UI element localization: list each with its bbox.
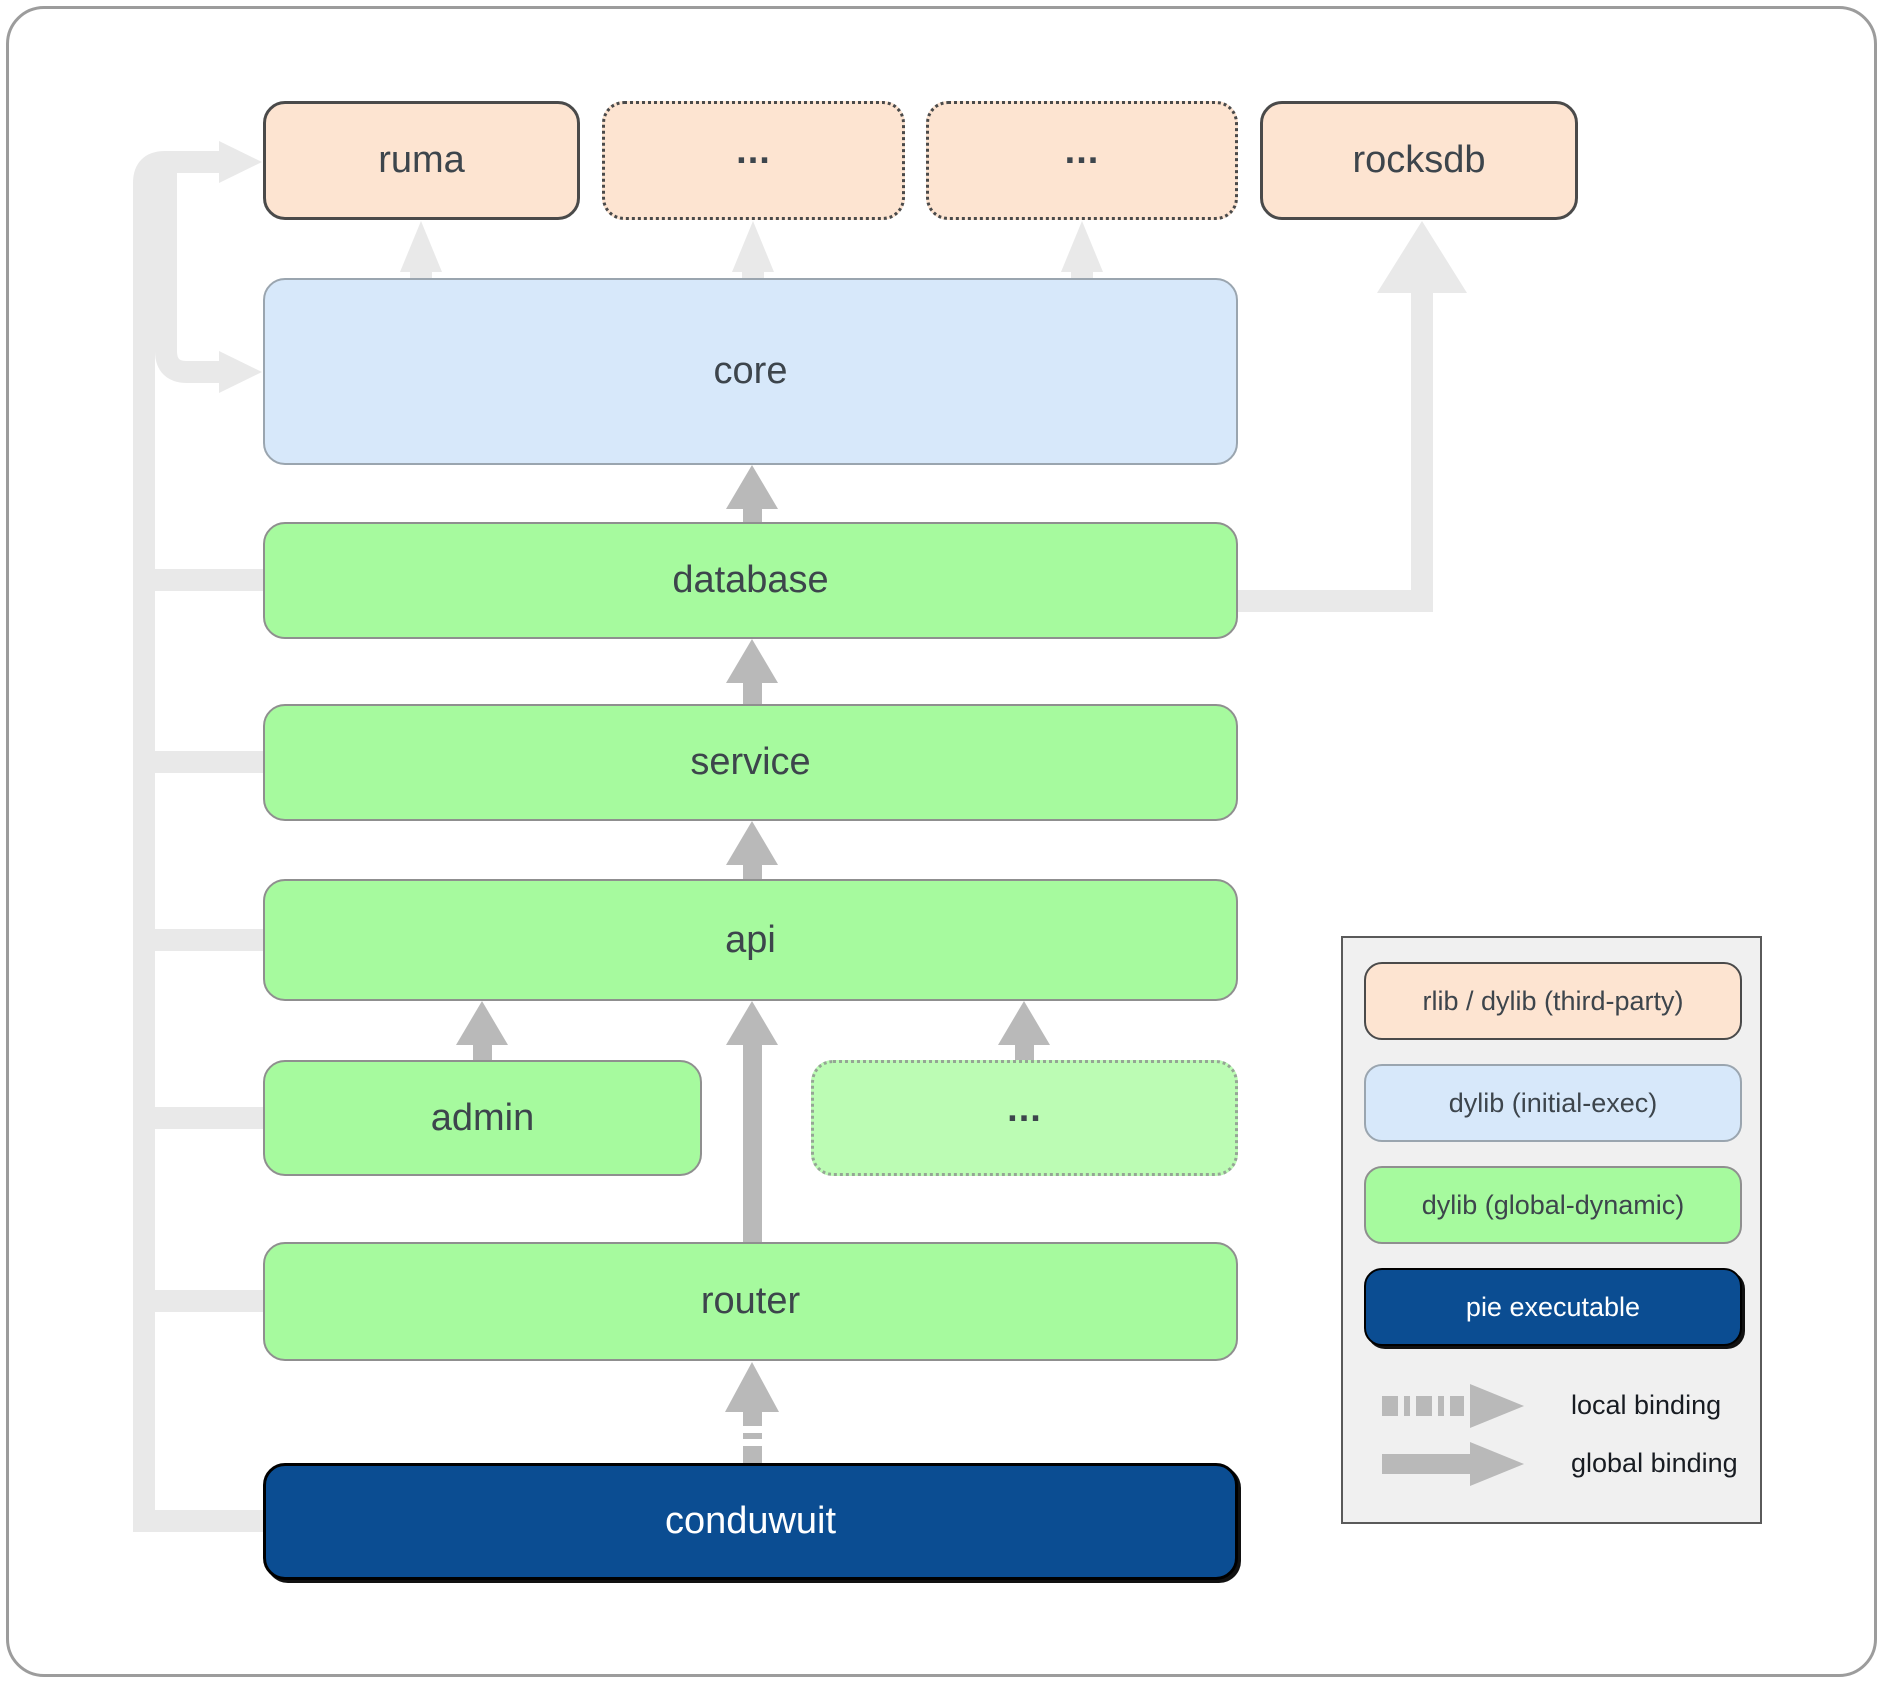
node-admin: admin — [263, 1060, 702, 1176]
node-core: core — [263, 278, 1238, 465]
node-database-label: database — [672, 559, 829, 601]
arrow-database-to-core — [726, 465, 778, 509]
global-binding-label: global binding — [1571, 1448, 1738, 1478]
global-binding-arrow — [1470, 1442, 1524, 1486]
node-rocksdb-label: rocksdb — [1352, 139, 1486, 181]
arrow-core-to-dots2 — [1061, 221, 1103, 272]
node-conduwuit-label: conduwuit — [664, 1500, 837, 1542]
node-ellipsis-2-label: ... — [1064, 130, 1100, 172]
page-border — [6, 6, 1877, 1677]
node-ellipsis-1: ... — [602, 101, 905, 220]
local-binding-label: local binding — [1571, 1390, 1722, 1420]
arrowhead-to-ruma — [219, 141, 262, 183]
legend-arrows — [1382, 1384, 1524, 1486]
local-binding-arrow — [1470, 1384, 1524, 1428]
legend-panel: rlib / dylib (third-party) dylib (initia… — [1341, 936, 1762, 1524]
node-ruma: ruma — [263, 101, 580, 220]
arrow-router-to-api — [726, 1001, 778, 1045]
node-core-label: core — [713, 350, 788, 392]
node-ellipsis-3: ... — [811, 1060, 1238, 1176]
node-admin-label: admin — [430, 1096, 535, 1139]
node-service: service — [263, 704, 1238, 821]
node-ellipsis-3-label: ... — [1007, 1087, 1042, 1130]
arrow-admin-to-api — [456, 1001, 508, 1045]
arrow-api-to-service — [726, 821, 778, 865]
node-ruma-label: ruma — [378, 139, 465, 181]
node-router-label: router — [700, 1280, 801, 1322]
node-database: database — [263, 522, 1238, 639]
left-rail — [133, 151, 263, 1532]
node-rocksdb: rocksdb — [1260, 101, 1578, 220]
node-conduwuit: conduwuit — [263, 1463, 1238, 1580]
arrow-admindots-to-api — [998, 1001, 1050, 1045]
core-rail-branch — [155, 173, 221, 383]
node-ellipsis-1-label: ... — [736, 130, 771, 172]
node-service-label: service — [690, 741, 811, 783]
legend-item-pie-executable: pie executable — [1364, 1268, 1742, 1346]
arrow-core-to-ruma — [400, 221, 442, 272]
arrow-database-to-rocksdb — [1377, 221, 1467, 293]
node-router: router — [263, 1242, 1238, 1361]
legend-item-initial-exec-label: dylib (initial-exec) — [1448, 1087, 1658, 1118]
rail-and-light-arrows — [133, 141, 1467, 1532]
node-ellipsis-2: ... — [926, 101, 1238, 220]
binding-arrows — [456, 465, 1050, 1463]
legend-item-third-party: rlib / dylib (third-party) — [1364, 962, 1742, 1040]
arrow-conduwuit-to-router — [725, 1362, 779, 1412]
node-api: api — [263, 879, 1238, 1001]
legend-item-third-party-label: rlib / dylib (third-party) — [1422, 985, 1684, 1016]
arrow-service-to-database — [726, 639, 778, 683]
node-api-label: api — [725, 918, 776, 961]
arrowhead-to-core — [219, 351, 262, 393]
legend-item-initial-exec: dylib (initial-exec) — [1364, 1064, 1742, 1142]
legend-item-pie-executable-label: pie executable — [1465, 1291, 1641, 1322]
legend-item-global-dynamic: dylib (global-dynamic) — [1364, 1166, 1742, 1244]
legend-item-global-dynamic-label: dylib (global-dynamic) — [1421, 1189, 1685, 1220]
arrow-core-to-dots1 — [732, 221, 774, 272]
